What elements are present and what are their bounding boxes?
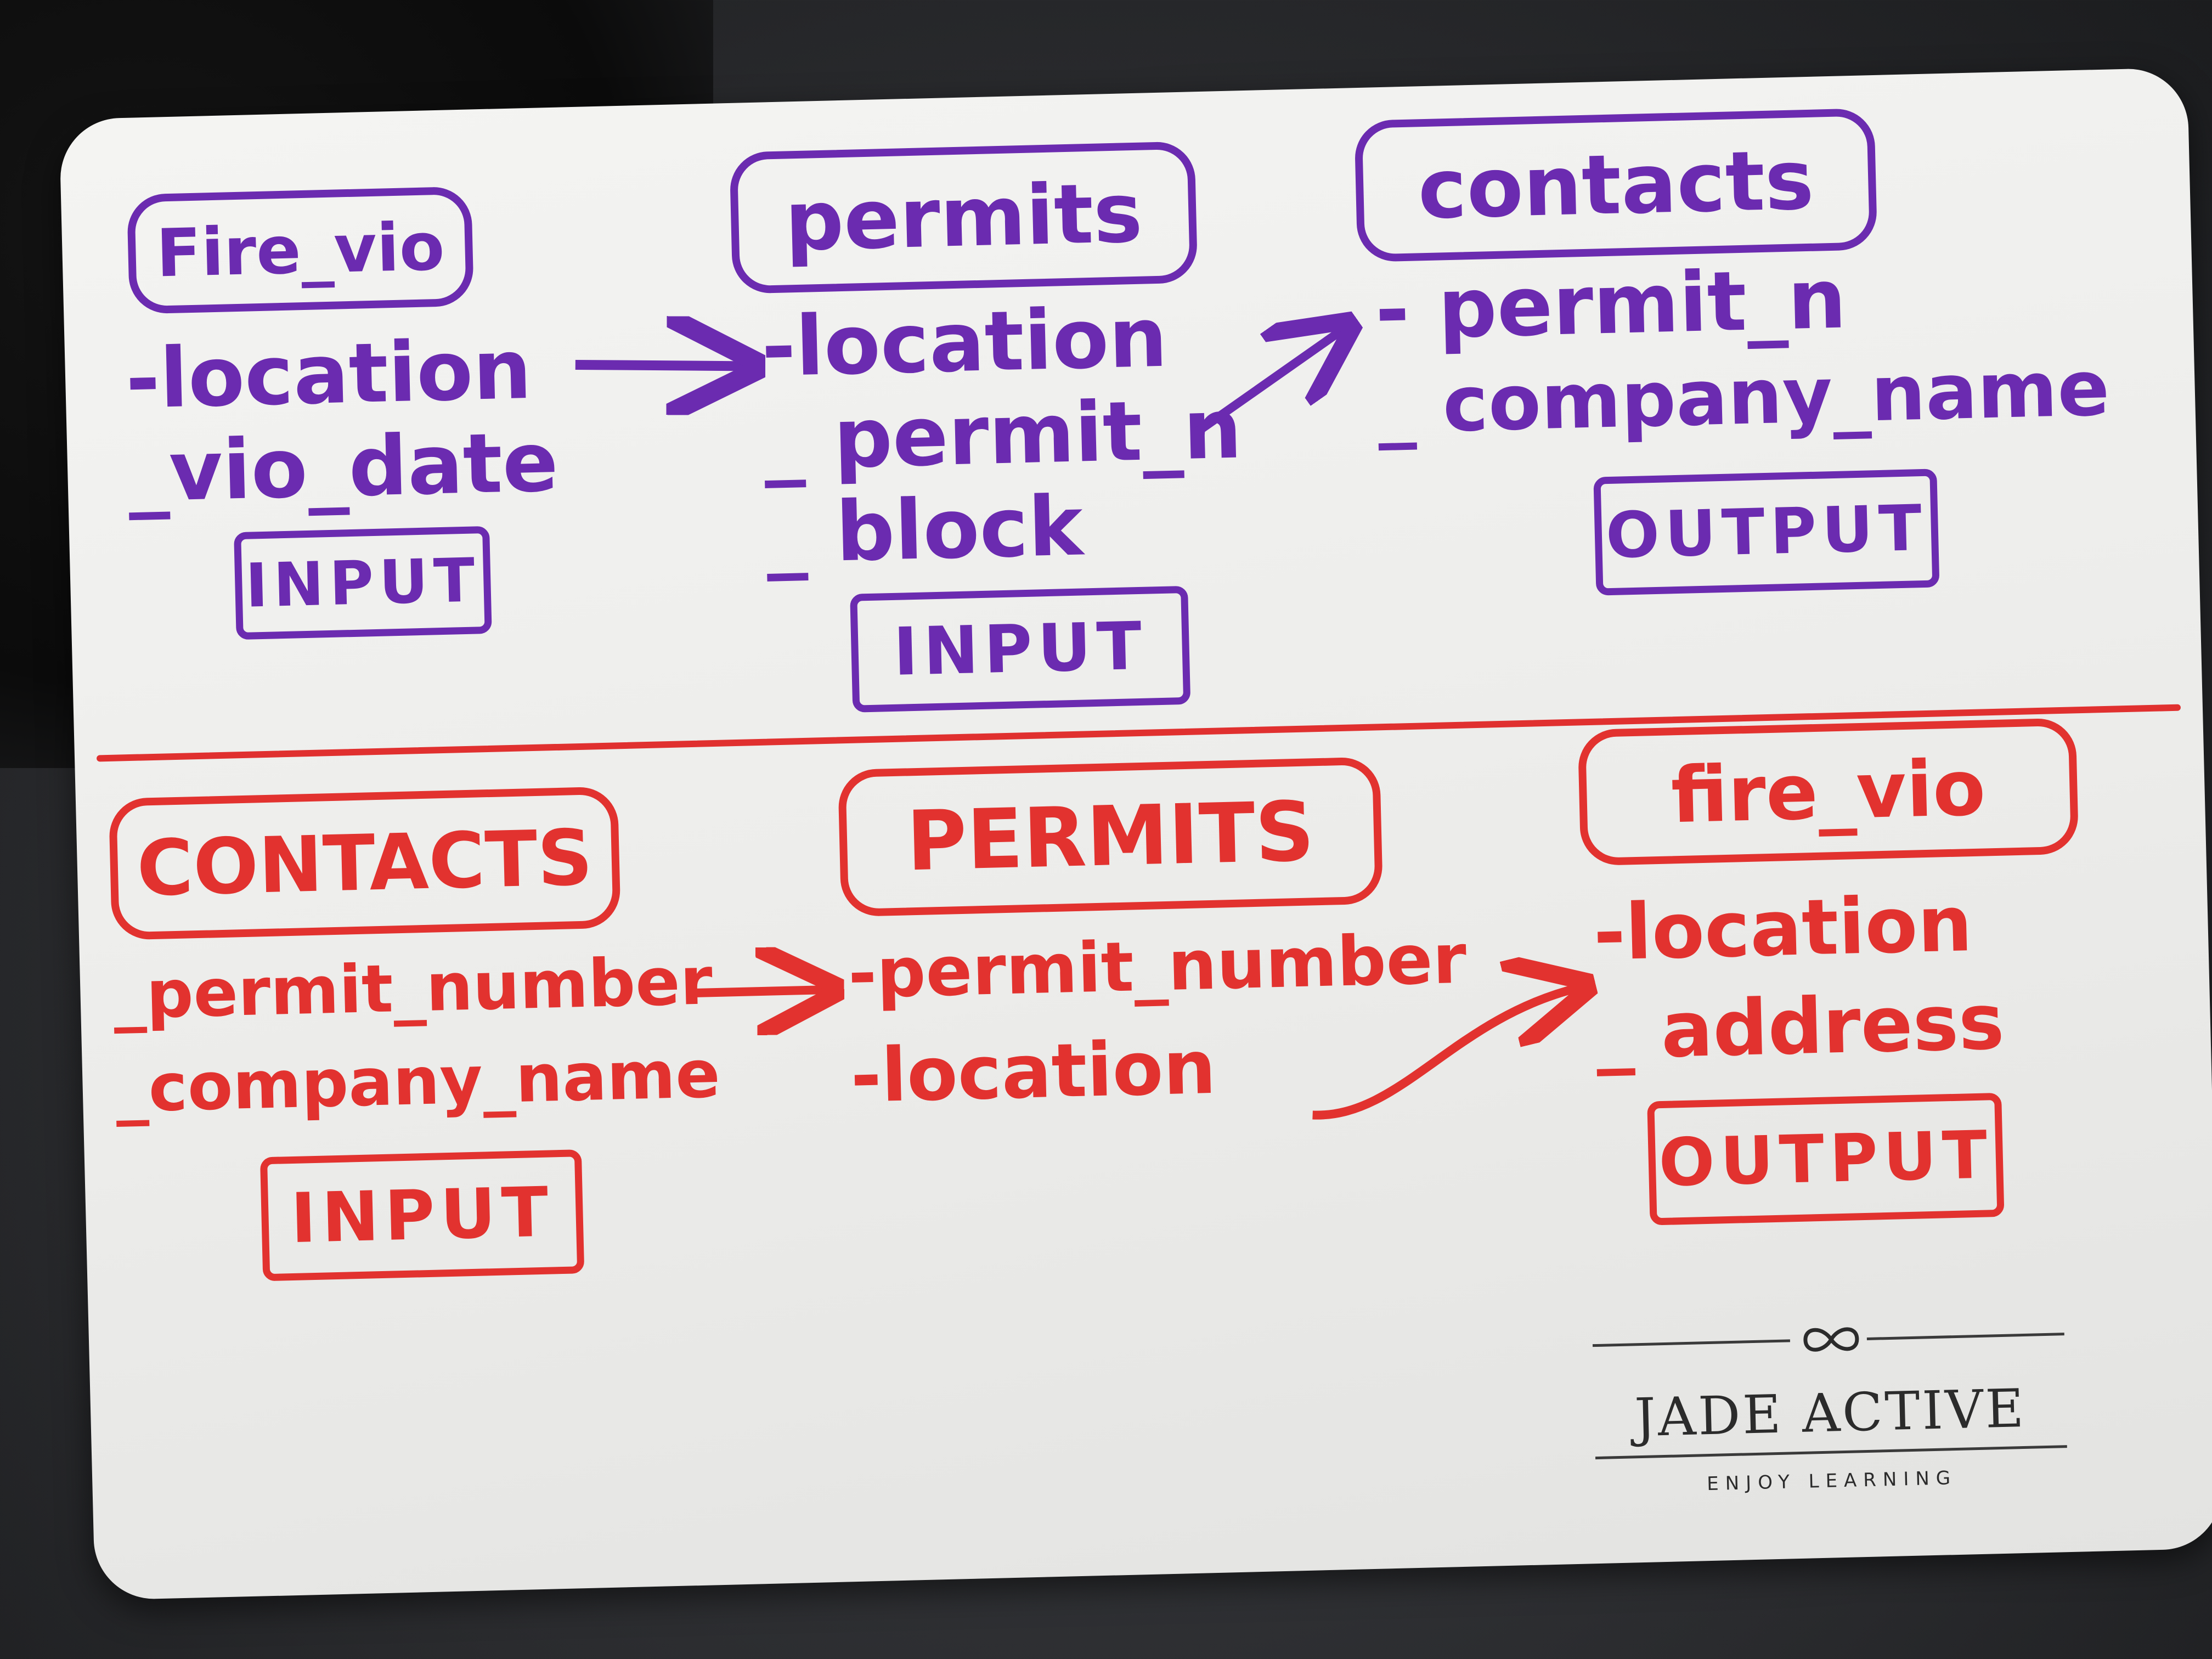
arrow-fire-vio-to-permits [575, 360, 746, 370]
arrow-contacts-to-permits [689, 990, 827, 993]
logo-tagline: ENJOY LEARNING [1706, 1467, 1957, 1496]
connector-arrows [575, 67, 2212, 1120]
arrow-permits-to-contacts [1194, 330, 1345, 436]
whiteboard: Fire_vio -location _vio_date INPUT permi… [59, 67, 2212, 1600]
jade-active-logo: JADE ACTIVE ENJOY LEARNING [1592, 1316, 2068, 1509]
logo-brand: JADE ACTIVE [1634, 1377, 2027, 1449]
arrow-permits-to-fire-vio [1312, 988, 1581, 1120]
infinity-icon [1803, 1327, 1859, 1352]
logo-rule [1866, 1333, 2064, 1340]
logo-rule [1592, 1339, 1790, 1347]
